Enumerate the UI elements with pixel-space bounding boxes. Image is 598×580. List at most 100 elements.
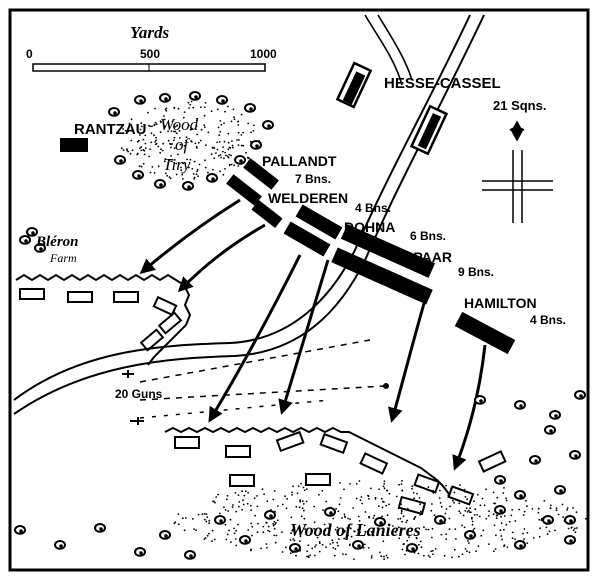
stipple-dot — [439, 489, 441, 492]
stipple-dot — [452, 485, 455, 488]
stipple-dot — [538, 518, 541, 521]
stipple-dot — [193, 178, 196, 180]
stipple-dot — [164, 172, 167, 175]
stipple-dot — [241, 508, 244, 511]
tree-icon-shade — [549, 429, 553, 433]
stipple-dot — [493, 524, 496, 527]
stipple-dot — [233, 527, 235, 530]
stipple-dot — [466, 498, 469, 501]
stipple-dot — [260, 547, 262, 550]
stipple-dot — [338, 538, 340, 540]
stipple-dot — [367, 495, 370, 498]
tree-icon-shade — [554, 414, 558, 418]
stipple-dot — [412, 492, 415, 494]
stipple-dot — [127, 130, 129, 133]
stipple-dot — [170, 155, 173, 157]
stipple-dot — [322, 509, 324, 512]
stipple-dot — [323, 523, 326, 526]
stipple-dot — [300, 515, 303, 518]
stipple-dot — [227, 141, 230, 144]
stipple-dot — [224, 509, 227, 511]
stipple-dot — [208, 519, 211, 522]
stipple-dot — [230, 120, 233, 123]
french-entrenchment-bottom — [164, 426, 507, 516]
stipple-dot — [400, 483, 403, 485]
stipple-dot — [237, 120, 240, 123]
stipple-dot — [192, 106, 195, 109]
stipple-dot — [154, 121, 157, 124]
stipple-dot — [173, 136, 176, 139]
stipple-dot — [233, 118, 236, 121]
stipple-dot — [349, 483, 351, 485]
stipple-dot — [488, 510, 490, 512]
arrow-icon — [208, 254, 302, 423]
stipple-dot — [327, 527, 330, 530]
tree-icon-shade — [189, 554, 193, 558]
unit-name-hamilton: HAMILTON — [464, 295, 537, 311]
stipple-dot — [192, 173, 195, 175]
stipple-dot — [231, 140, 233, 143]
stipple-dot — [293, 539, 296, 542]
stipple-dot — [238, 501, 241, 503]
stipple-dot — [347, 534, 349, 537]
tree-icon-shade — [294, 547, 298, 551]
stipple-dot — [177, 107, 180, 110]
stipple-dot — [176, 124, 179, 127]
stipple-dot — [370, 487, 372, 490]
stipple-dot — [511, 508, 514, 511]
stipple-dot — [226, 533, 229, 536]
stipple-dot — [154, 143, 157, 146]
stipple-dot — [299, 540, 301, 543]
stipple-dot — [358, 480, 361, 482]
stipple-dot — [383, 480, 386, 483]
stipple-dot — [157, 145, 160, 148]
stipple-dot — [175, 173, 178, 176]
stipple-dot — [165, 109, 168, 112]
stipple-dot — [355, 483, 358, 485]
stipple-dot — [159, 120, 162, 123]
stipple-dot — [225, 154, 227, 157]
stipple-dot — [295, 554, 297, 557]
stipple-dot — [467, 540, 469, 542]
tree-icon-shade — [211, 177, 215, 181]
stipple-dot — [364, 530, 367, 533]
stipple-dot — [226, 155, 229, 158]
stipple-dot — [328, 483, 331, 485]
tree-icon-shade — [159, 183, 163, 187]
guns-label: 20 Guns — [115, 387, 163, 401]
stipple-dot — [265, 543, 268, 545]
stipple-dot — [176, 132, 178, 135]
stipple-dot — [276, 519, 279, 522]
stipple-dot — [223, 157, 225, 160]
tree-icon-shade — [499, 479, 503, 483]
stipple-dot — [254, 514, 256, 517]
stipple-dot — [247, 122, 250, 125]
stipple-dot — [218, 512, 221, 515]
stipple-dot — [235, 529, 238, 532]
stipple-dot — [268, 530, 271, 533]
stipple-dot — [467, 509, 470, 512]
stipple-dot — [291, 491, 293, 494]
tree-icon-shade — [164, 534, 168, 538]
stipple-dot — [355, 497, 358, 500]
stipple-dot — [153, 124, 156, 127]
stipple-dot — [217, 154, 220, 157]
stipple-dot — [235, 544, 238, 547]
stipple-dot — [314, 546, 316, 548]
stipple-dot — [466, 510, 469, 513]
stipple-dot — [215, 496, 218, 498]
stipple-dot — [171, 120, 174, 123]
stipple-dot — [289, 552, 292, 555]
stipple-dot — [511, 531, 514, 534]
scale-tick-500: 500 — [140, 47, 160, 61]
stipple-dot — [418, 497, 421, 499]
stipple-dot — [235, 510, 238, 513]
stipple-dot — [368, 515, 370, 518]
stipple-dot — [388, 492, 391, 495]
stipple-dot — [170, 160, 173, 163]
stipple-dot — [173, 130, 175, 133]
stipple-dot — [183, 111, 186, 113]
stipple-dot — [363, 524, 366, 527]
wood-tiry-line1: Wood — [160, 115, 199, 134]
stipple-dot — [395, 495, 398, 498]
